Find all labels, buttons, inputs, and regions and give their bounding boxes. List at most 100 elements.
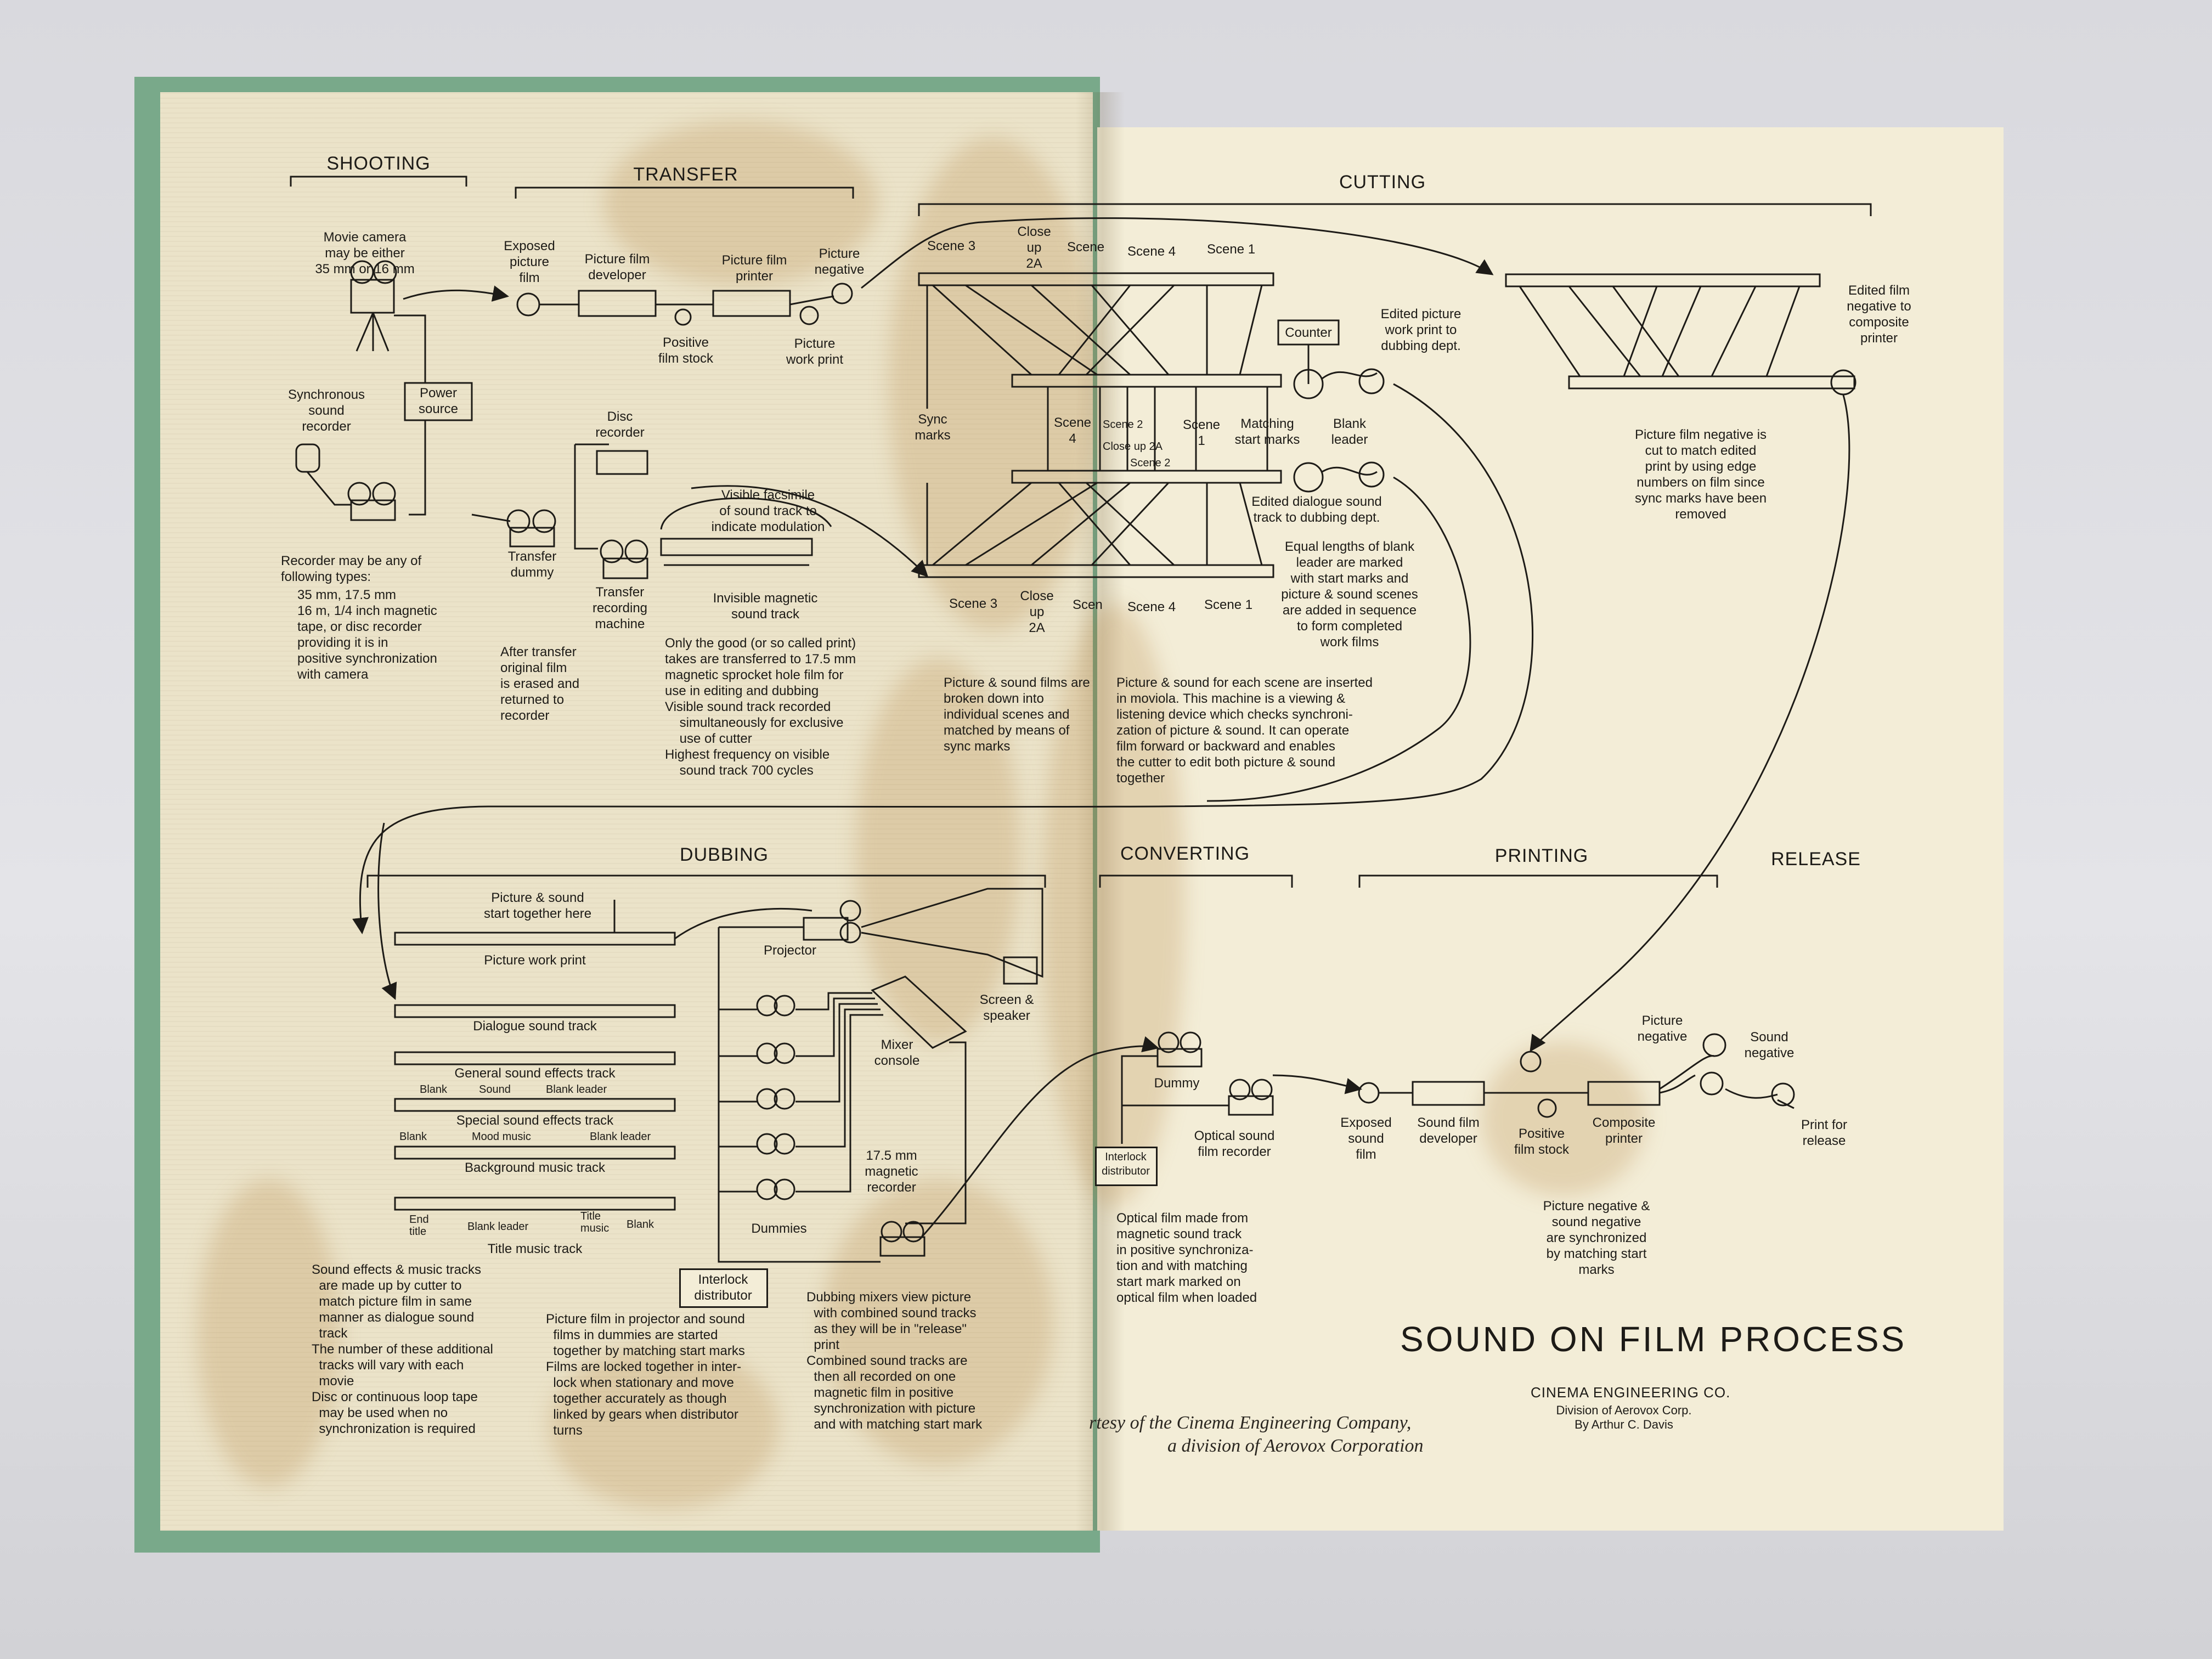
diagram-title: SOUND ON FILM PROCESS: [1400, 1319, 1907, 1359]
heading-printing: PRINTING: [1494, 845, 1589, 866]
projector-icon: [803, 917, 849, 941]
to-dubbing-arrow: [352, 383, 1534, 934]
negative-feed: [1659, 1054, 1715, 1090]
dummy-reel: [756, 1178, 778, 1200]
page-stain: [1481, 1042, 1646, 1196]
disc-recorder-stand: [574, 443, 609, 550]
courtesy-line-2: a division of Aerovox Corporation: [1167, 1436, 1424, 1456]
sound-track-strip: [660, 538, 813, 556]
optical-recorder-reel: [1251, 1079, 1273, 1101]
dummy-reel: [756, 1133, 778, 1155]
after-transfer-note: After transfer original film is erased a…: [500, 645, 580, 723]
page-stain: [1042, 603, 1185, 1207]
special-effects-label: Special sound effects track: [456, 1113, 614, 1128]
mood-music-label: Mood music: [472, 1131, 531, 1143]
visible-facsimile-label: Visible facsimile of sound track to indi…: [711, 488, 825, 534]
composite-printer-label: Composite printer: [1592, 1115, 1656, 1146]
magnetic-recorder-label: 17.5 mm magnetic recorder: [865, 1148, 918, 1195]
converting-wires: [1121, 1055, 1229, 1144]
negative-cut-note: Picture film negative is cut to match ed…: [1634, 427, 1767, 522]
release-reel: [1771, 1082, 1795, 1107]
sound-loop-arrow: [1206, 476, 1471, 802]
microphone-icon: [295, 443, 320, 473]
film-reel-icon: [799, 306, 819, 325]
transfer-bracket: [515, 187, 854, 199]
dialogue-track-strip: [394, 1004, 676, 1018]
cutting-bracket: [918, 203, 1872, 216]
broken-down-note: Picture & sound films are broken down in…: [944, 675, 1090, 754]
dubbing-bracket: [366, 874, 1046, 888]
film-reel-icon: [1358, 368, 1385, 394]
company-name: CINEMA ENGINEERING CO.: [1531, 1384, 1731, 1401]
power-source-label: Power source: [418, 386, 459, 416]
sound-film-developer-label: Sound film developer: [1417, 1115, 1480, 1146]
picture-strip-top: [918, 272, 1274, 286]
film-reel-icon: [1358, 1082, 1380, 1104]
heading-transfer: TRANSFER: [633, 164, 738, 185]
blank-leader-1-label: Blank leader: [546, 1084, 607, 1096]
company-division: Division of Aerovox Corp.: [1556, 1403, 1692, 1417]
scene-dividers: [1047, 387, 1268, 471]
screen-speaker-label: Screen & speaker: [979, 992, 1034, 1023]
picture-negative-print-label: Picture negative: [1637, 1013, 1688, 1044]
optical-recorder-reel: [1229, 1079, 1251, 1101]
edited-film-negative-label: Edited film negative to composite printe…: [1847, 283, 1911, 346]
exposed-picture-film-label: Exposed picture film: [504, 239, 555, 285]
sound-strip-middle: [1011, 470, 1282, 484]
recorder-types-label: Recorder may be any of following types:: [281, 554, 422, 584]
sound-developer-box: [1412, 1081, 1485, 1106]
transfer-machine-body: [602, 557, 648, 579]
dummy-reel: [1180, 1031, 1201, 1053]
interlock-distributor-label: Interlock distributor: [694, 1272, 752, 1303]
mid-scene-4-label: Scene 4: [1053, 415, 1092, 446]
camera-reel-icon: [350, 260, 374, 284]
moviola-reel: [1293, 462, 1324, 493]
magnetic-recorder-reel: [881, 1221, 902, 1243]
recorder-reel-icon: [347, 482, 371, 506]
projector-reel-icon: [839, 900, 861, 922]
converting-bracket: [1099, 874, 1293, 888]
positive-film-stock-label: Positive film stock: [658, 335, 713, 366]
developer-box: [578, 290, 657, 317]
film-reel-icon: [1520, 1051, 1542, 1073]
power-line: [409, 420, 426, 516]
mid-scene-2-label: Scene 2: [1103, 419, 1143, 431]
sound-out-reel: [1322, 466, 1378, 476]
equal-lengths-note: Equal lengths of blank leader are marked…: [1281, 539, 1418, 650]
bottom-close-up-label: Close up 2A: [1020, 589, 1054, 635]
general-effects-strip: [394, 1051, 676, 1065]
tripod-icon: [356, 312, 390, 352]
blank-2-label: Blank: [399, 1131, 427, 1143]
to-printing-arrow: [1530, 394, 1850, 1052]
projection-beam: [861, 888, 1043, 978]
converting-interlock-label: Interlock distributor: [1102, 1151, 1150, 1177]
mixers-note: Dubbing mixers view picture with combine…: [806, 1290, 983, 1432]
printing-bracket: [1358, 874, 1718, 888]
sound-negative-reel: [1700, 1071, 1724, 1096]
dummy-reel: [756, 1042, 778, 1064]
end-title-label: End title: [409, 1214, 429, 1238]
bottom-scene-cut-label: Scen: [1073, 597, 1103, 612]
projector-label: Projector: [763, 943, 817, 958]
dummies-label: Dummies: [751, 1221, 807, 1236]
transfer-dummy-reel: [532, 509, 556, 533]
blank-leader-2-label: Blank leader: [590, 1131, 651, 1143]
negative-strip-bottom: [1568, 375, 1855, 390]
sound-negative-label: Sound negative: [1744, 1030, 1795, 1060]
heading-cutting: CUTTING: [1339, 172, 1426, 193]
cut-arrow: [861, 217, 1494, 289]
optical-note: Optical film made from magnetic sound tr…: [1116, 1211, 1257, 1305]
projector-note: Picture film in projector and sound film…: [546, 1312, 745, 1438]
page-stain: [549, 1344, 779, 1509]
title-music-track-label: Title music track: [487, 1242, 583, 1256]
power-line: [394, 314, 426, 383]
picture-out-reel: [1322, 371, 1378, 380]
movie-camera-label: Movie camera may be either 35 mm or 16 m…: [315, 230, 415, 276]
dummy-reel: [774, 1042, 795, 1064]
background-music-strip: [394, 1146, 676, 1160]
negative-strip-top: [1505, 273, 1821, 287]
film-reel-icon: [1830, 369, 1857, 396]
camera-to-transfer-arrow: [403, 285, 509, 302]
moviola-note: Picture & sound for each scene are inser…: [1116, 675, 1373, 786]
dialogue-track-label: Dialogue sound track: [473, 1019, 597, 1034]
